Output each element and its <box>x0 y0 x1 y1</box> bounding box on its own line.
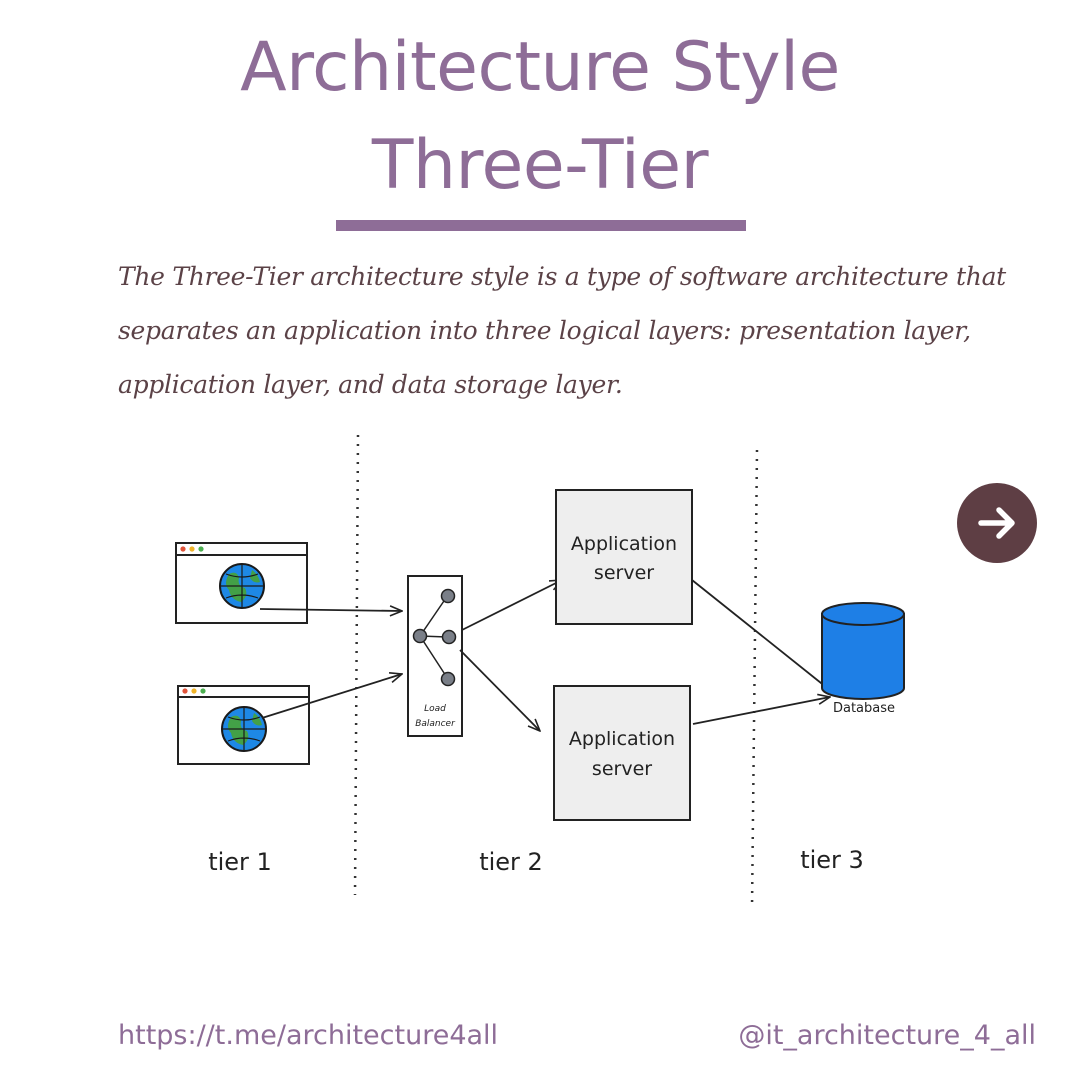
telegram-link[interactable]: https://t.me/architecture4all <box>118 1020 498 1051</box>
globe-icon <box>220 564 264 608</box>
app-server-1-label-line1: Application <box>571 533 677 555</box>
arrow-app2-to-db <box>693 697 830 724</box>
application-server-1: Application server <box>556 490 692 624</box>
app-server-1-label-line2: server <box>594 562 654 584</box>
tier-divider-2 <box>752 450 757 908</box>
tier-1-label: tier 1 <box>208 848 272 876</box>
database-label: Database <box>833 701 895 716</box>
tier-2-label: tier 2 <box>479 848 543 876</box>
load-balancer: Load Balancer <box>408 576 462 736</box>
arrow-right-icon <box>957 483 1037 563</box>
load-balancer-label-line2: Balancer <box>415 719 456 729</box>
arrow-lb-to-app2 <box>460 650 540 731</box>
globe-icon <box>222 707 266 751</box>
load-balancer-label-line1: Load <box>424 704 446 714</box>
browser-window-1 <box>176 543 307 623</box>
tier-3-label: tier 3 <box>800 846 864 874</box>
social-handle: @it_architecture_4_all <box>738 1020 1036 1051</box>
browser-window-2 <box>178 686 309 764</box>
arrow-lb-to-app1 <box>462 580 562 630</box>
arrow-app1-to-db <box>692 580 836 695</box>
tier-divider-1 <box>355 435 358 895</box>
app-server-2-label-line1: Application <box>569 728 675 750</box>
next-button[interactable] <box>957 483 1037 563</box>
app-server-2-label-line2: server <box>592 758 652 780</box>
application-server-2: Application server <box>554 686 690 820</box>
database: Database <box>822 603 904 716</box>
